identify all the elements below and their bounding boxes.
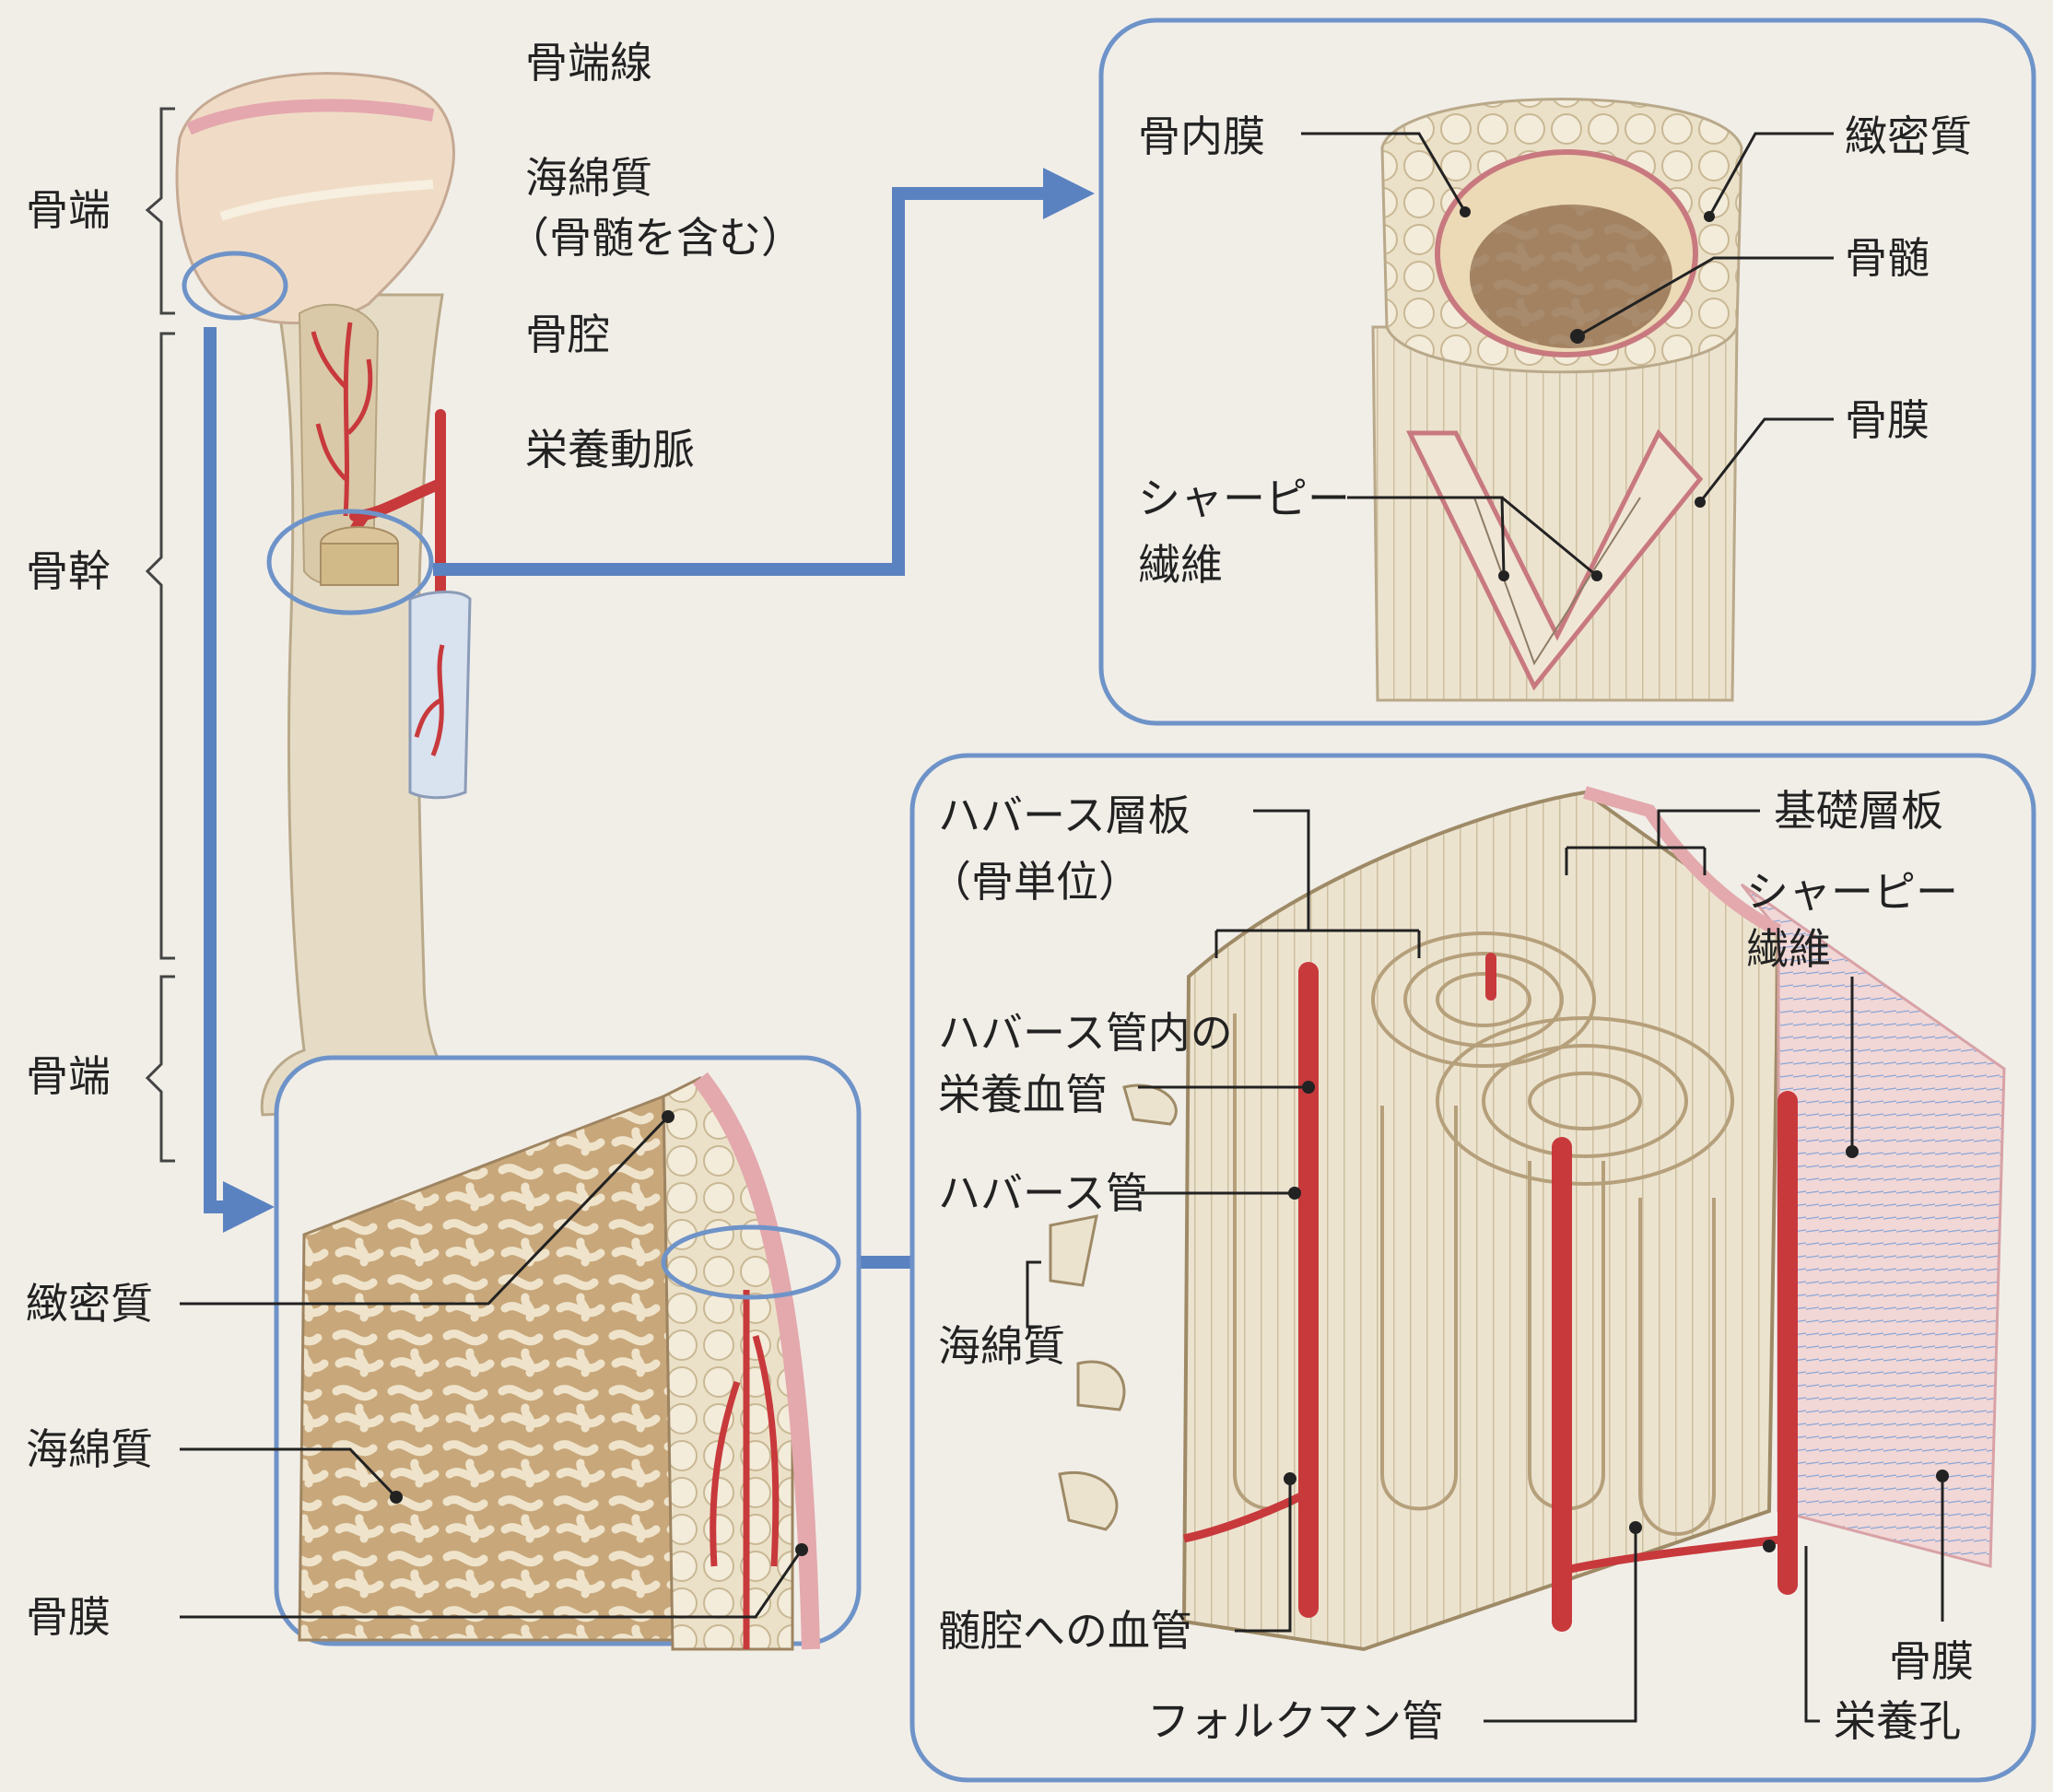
label-sharpey-2-br: 繊維 [1746,928,1831,970]
label-vessel-to-cavity: 髄腔への血管 [938,1610,1192,1652]
cross-section-illustration [1373,100,1742,701]
label-epiphyseal-line: 骨端線 [525,41,652,84]
label-marrow: 骨髄 [1845,237,1930,279]
label-volkmann-canal: フォルクマン管 [1147,1700,1444,1742]
label-diaphysis: 骨幹 [26,550,111,592]
label-haversian-canal: ハバース管 [938,1172,1148,1214]
label-spongy-bone-bl: 海綿質 [26,1428,153,1470]
label-epiphysis-bottom: 骨端 [26,1055,111,1097]
label-sharpey-2-tr: 繊維 [1138,544,1223,586]
label-spongy-bone-note: （骨髄を含む） [507,217,804,259]
label-sharpey-1-tr: シャーピー [1138,477,1350,520]
label-spongy-bone: 海綿質 [525,157,652,199]
label-haversian-vessel-1: ハバース管内の [938,1012,1233,1054]
label-osteon: （骨単位） [929,861,1141,903]
arrow-to-bottom-left [210,327,249,1207]
label-epiphysis-top: 骨端 [26,189,111,231]
label-sharpey-1-br: シャーピー [1746,871,1958,913]
label-periosteum-bl: 骨膜 [26,1596,111,1638]
label-compact-bone-tr: 緻密質 [1845,115,1972,158]
region-braces [147,109,175,1161]
label-periosteum-tr: 骨膜 [1845,399,1930,441]
label-periosteum-br: 骨膜 [1889,1640,1974,1682]
label-compact-bone-bl: 緻密質 [26,1283,153,1325]
label-nutrient-artery: 栄養動脈 [525,428,695,471]
label-nutrient-foramen: 栄養孔 [1834,1700,1961,1742]
label-haversian-lamella: ハバース層板 [938,794,1191,837]
label-circumferential-lamella: 基礎層板 [1774,790,1943,832]
label-haversian-vessel-2: 栄養血管 [938,1073,1108,1116]
label-spongy-bone-br: 海綿質 [938,1325,1065,1367]
label-medullary-cavity: 骨腔 [525,313,610,356]
label-endosteum: 骨内膜 [1138,115,1265,158]
femur-illustration [177,74,470,1115]
